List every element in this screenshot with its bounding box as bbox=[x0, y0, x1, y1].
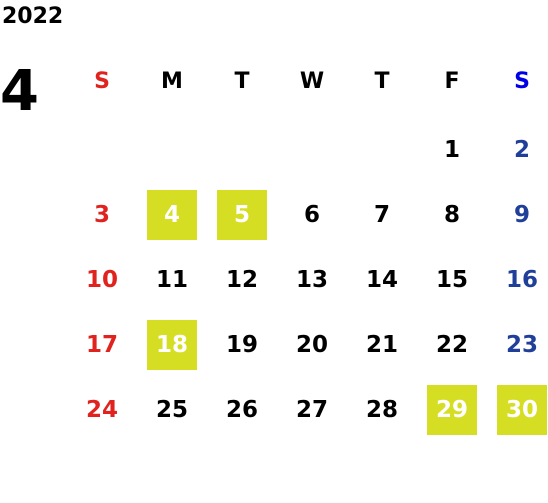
day-cell: 19 bbox=[225, 332, 258, 358]
day-cell: 27 bbox=[295, 397, 328, 423]
day-cell: 9 bbox=[513, 202, 530, 228]
day-cell: 21 bbox=[365, 332, 398, 358]
day-cell: 10 bbox=[85, 267, 118, 293]
day-cell-highlighted: 29 bbox=[427, 385, 477, 435]
day-cell-highlighted: 5 bbox=[217, 190, 267, 240]
day-cell: 17 bbox=[85, 332, 118, 358]
weekday-header-sat: S bbox=[514, 68, 530, 94]
day-cell-highlighted: 4 bbox=[147, 190, 197, 240]
calendar-month: 4 bbox=[0, 59, 39, 124]
day-cell: 1 bbox=[443, 137, 460, 163]
day-cell: 13 bbox=[295, 267, 328, 293]
day-cell-highlighted: 30 bbox=[497, 385, 547, 435]
day-cell: 7 bbox=[373, 202, 390, 228]
calendar-year: 2022 bbox=[2, 4, 64, 29]
day-cell: 28 bbox=[365, 397, 398, 423]
weekday-header-mon: M bbox=[161, 68, 183, 94]
day-cell: 24 bbox=[85, 397, 118, 423]
day-cell-highlighted: 18 bbox=[147, 320, 197, 370]
weekday-header-sun: S bbox=[94, 68, 110, 94]
day-cell: 12 bbox=[225, 267, 258, 293]
weekday-header-fri: F bbox=[444, 68, 460, 94]
weekday-header-thu: T bbox=[374, 68, 390, 94]
day-cell: 20 bbox=[295, 332, 328, 358]
day-cell: 2 bbox=[513, 137, 530, 163]
day-cell: 3 bbox=[93, 202, 110, 228]
day-cell: 26 bbox=[225, 397, 258, 423]
day-cell: 14 bbox=[365, 267, 398, 293]
day-cell: 23 bbox=[505, 332, 538, 358]
day-cell: 16 bbox=[505, 267, 538, 293]
day-cell: 25 bbox=[155, 397, 188, 423]
day-cell: 15 bbox=[435, 267, 468, 293]
day-cell: 11 bbox=[155, 267, 188, 293]
day-cell: 8 bbox=[443, 202, 460, 228]
day-cell: 22 bbox=[435, 332, 468, 358]
weekday-header-tue: T bbox=[234, 68, 250, 94]
weekday-header-wed: W bbox=[299, 68, 325, 94]
day-cell: 6 bbox=[303, 202, 320, 228]
